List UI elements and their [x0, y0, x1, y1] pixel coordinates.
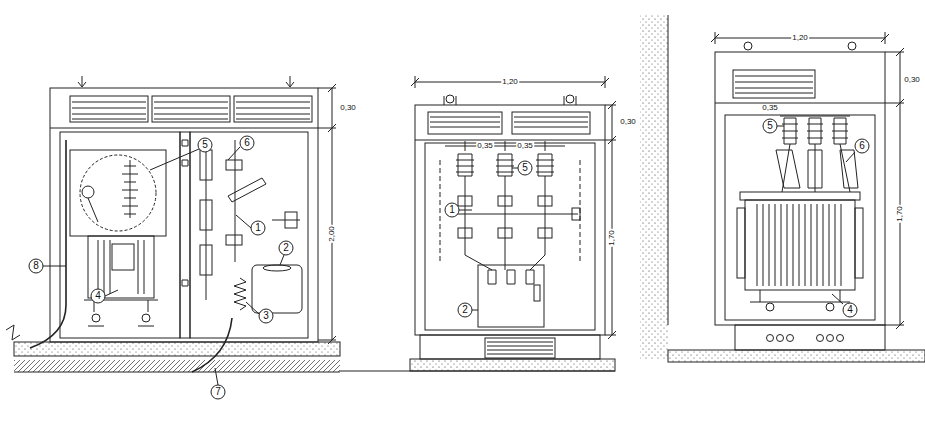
dimension-label: 2,00 — [328, 225, 336, 243]
callout-number: 7 — [215, 387, 221, 397]
callout-number: 1 — [449, 205, 455, 215]
callout-number: 4 — [847, 305, 853, 315]
callout-number: 5 — [522, 163, 528, 173]
callout-number: 1 — [255, 223, 261, 233]
dimension-label: 0,35 — [476, 142, 494, 150]
dimension-label: 0,35 — [761, 104, 779, 112]
dimension-label: 1,20 — [791, 34, 809, 42]
dimension-label: 1,20 — [501, 78, 519, 86]
dimension-label: 0,30 — [619, 118, 637, 126]
callout-number: 5 — [202, 140, 208, 150]
dimension-label: 1,70 — [896, 205, 904, 223]
callout-number: 5 — [767, 121, 773, 131]
callout-number: 6 — [244, 138, 250, 148]
callout-number: 6 — [859, 141, 865, 151]
dimension-label: 0,35 — [516, 142, 534, 150]
callout-number: 2 — [462, 305, 468, 315]
callout-number: 4 — [95, 291, 101, 301]
dimension-label: 0,30 — [339, 104, 357, 112]
callout-number: 3 — [263, 311, 269, 321]
callout-number: 8 — [33, 261, 39, 271]
dimension-label: 0,30 — [903, 76, 921, 84]
callout-number: 2 — [283, 243, 289, 253]
dimension-label: 1,70 — [608, 229, 616, 247]
